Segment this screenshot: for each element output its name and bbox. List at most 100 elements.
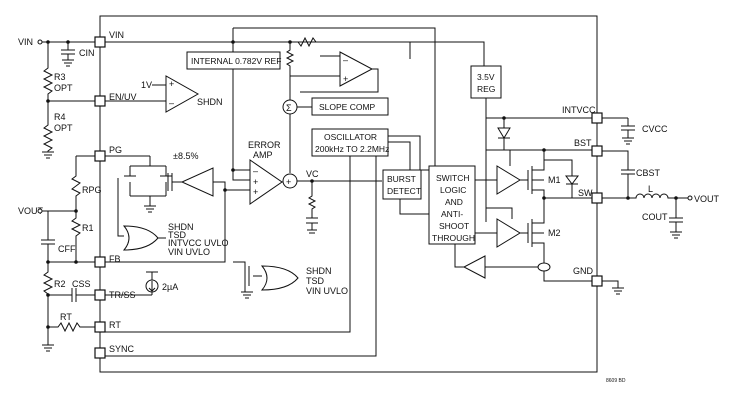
bottom-gate-driver (475, 218, 521, 248)
pin-sw-label: SW (578, 188, 593, 198)
error-amp (249, 159, 283, 205)
slope-comp-label: SLOPE COMP (319, 102, 376, 112)
vin-to-switch-logic (233, 27, 436, 166)
ea-inputs (225, 69, 250, 191)
pwm-plus: + (286, 177, 291, 187)
ss-current-label: 2µA (162, 282, 178, 292)
shdn2-label: SHDN (168, 222, 194, 232)
switch-label-1: SWITCH (436, 173, 470, 183)
diode-top (544, 159, 573, 166)
junction (46, 325, 50, 329)
pin-pg-box (94, 150, 106, 162)
vin-uvlo3-label: VIN UVLO (306, 286, 348, 296)
burst-label-2: DETECT (387, 186, 421, 196)
cvcc-label: CVCC (642, 124, 668, 134)
ss-or-gate (260, 265, 299, 291)
switch-logic-block (428, 165, 476, 245)
pin-rt-label: RT (109, 320, 121, 330)
rt-resistor (48, 321, 95, 333)
m2-label: M2 (548, 228, 561, 238)
r2-resistor (42, 262, 54, 352)
r2-label: R2 (54, 279, 66, 289)
reg-label-2: REG (477, 84, 495, 94)
pin-gnd-box (591, 275, 603, 287)
pin-fb-box (94, 256, 106, 268)
m1-mosfet (520, 150, 545, 198)
cout-capacitor (669, 198, 683, 239)
sigma-symbol: Σ (286, 103, 292, 113)
pg-pulldown-fet (124, 156, 172, 213)
r3-label: R3 (54, 72, 66, 82)
switch-label-6: THROUGH (432, 233, 475, 243)
csa-out (300, 68, 379, 93)
pg-or-wire (117, 178, 124, 237)
pin-vin-label: VIN (109, 30, 124, 40)
vin-uvlo-label: VIN UVLO (168, 247, 210, 257)
burst-label-1: BURST (387, 174, 416, 184)
vc-compensation (306, 181, 318, 234)
ea-plus2: + (253, 187, 258, 197)
junction (74, 260, 78, 264)
vout-right-label: VOUT (694, 194, 720, 204)
osc-wires (388, 135, 435, 175)
internal-ref-label: INTERNAL 0.782V REF (191, 56, 281, 66)
pct-label: ±8.5% (173, 151, 198, 161)
burst-out (399, 199, 435, 215)
fb-internal-wire (105, 181, 226, 263)
en-minus: – (169, 98, 174, 108)
intvcc-uvlo-label: INTVCC UVLO (168, 238, 229, 248)
junction (231, 168, 235, 172)
tsd2-label: TSD (168, 230, 187, 240)
pin-intvcc-label: INTVCC (562, 105, 596, 115)
vout-left-label: VOUT (18, 206, 44, 216)
css-capacitor (48, 288, 95, 302)
pin-tr-ss-box (94, 289, 106, 301)
m2-mosfet (520, 198, 545, 266)
vc-label: VC (306, 169, 319, 179)
cout-label: COUT (642, 212, 668, 222)
m1-body-diode (565, 166, 579, 198)
pin-fb-label: FB (109, 254, 121, 264)
pg-or-gate (122, 225, 159, 251)
tsd3-label: TSD (306, 276, 325, 286)
reg-block (470, 65, 502, 99)
pin-bst-box (591, 145, 603, 157)
cff-capacitor (41, 210, 76, 263)
switch-label-5: SHOOT (439, 221, 469, 231)
ea-minus: – (253, 166, 258, 176)
en-comparator (165, 75, 200, 113)
sense-buffer (462, 255, 486, 279)
vout-left-terminal (37, 208, 43, 214)
r3-opt-label: OPT (54, 83, 73, 93)
ea-plus1: + (253, 177, 258, 187)
cvcc-capacitor (602, 117, 635, 145)
switch-label-3: AND (445, 197, 463, 207)
error-amp-label-2: AMP (253, 150, 273, 160)
rt-resistor-label: RT (60, 312, 72, 322)
current-sense-amp (339, 51, 374, 87)
v1-label: 1V (141, 80, 152, 90)
en-plus: + (169, 79, 174, 89)
boot-diode (497, 118, 592, 151)
pin-pg-label: PG (109, 145, 122, 155)
r1-label: R1 (82, 223, 94, 233)
shdn-label: SHDN (197, 97, 223, 107)
pg-window-comparator (180, 167, 214, 197)
pin-sync-label: SYNC (109, 344, 135, 354)
r4-label: R4 (54, 112, 66, 122)
figure-code: 8609 BD (606, 378, 626, 384)
junction (223, 188, 227, 192)
gnd-wire (485, 266, 592, 282)
pin-bst-label: BST (574, 138, 592, 148)
vout-right-terminal (687, 195, 693, 201)
vin-external-label: VIN (18, 37, 33, 47)
switch-label-2: LOGIC (440, 185, 466, 195)
inductor-label: L (648, 184, 653, 194)
rpg-label: RPG (82, 185, 102, 195)
r4-opt-label: OPT (54, 123, 73, 133)
oscillator-label-2: 200kHz TO 2.2MHz (315, 144, 389, 154)
m1-label: M1 (548, 175, 561, 185)
cin-capacitor (61, 42, 75, 67)
oscillator-label-1: OSCILLATOR (324, 132, 377, 142)
